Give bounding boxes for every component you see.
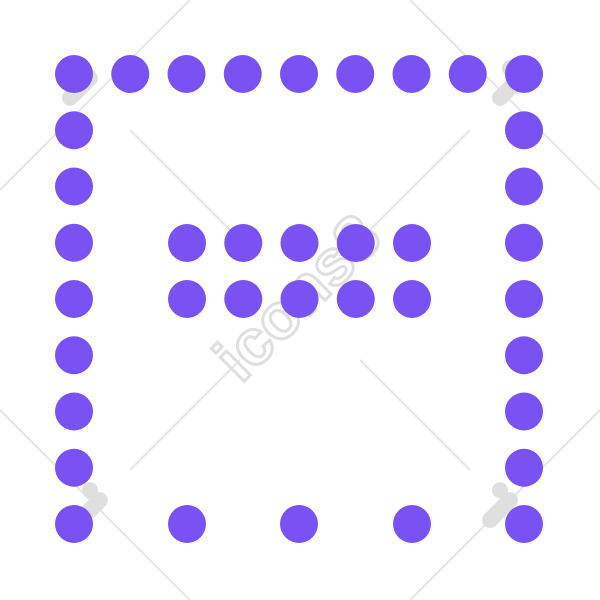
header-dot [168, 280, 206, 318]
frame-bottom-dot [55, 505, 93, 543]
frame-top-dot [223, 55, 262, 93]
frame-top-dot [111, 55, 150, 93]
frame-right-dot [505, 223, 543, 262]
frame-left-dot [55, 223, 93, 262]
frame-left-dot [55, 336, 93, 375]
frame-top-dot [392, 55, 431, 93]
frame-right-dot [505, 392, 543, 431]
frame-bottom-dot [393, 505, 431, 543]
frame-top-dot [505, 55, 543, 93]
frame-right-dot [505, 448, 543, 487]
frame-right-dot [505, 167, 543, 206]
frame-bottom-dot [168, 505, 206, 543]
frame-top-dot [448, 55, 487, 93]
header-dot [393, 224, 431, 262]
header-dot [280, 280, 319, 318]
frame-left-dot [55, 392, 93, 431]
header-dot [168, 224, 206, 262]
frame-right-dot [505, 111, 543, 150]
header-dot [336, 224, 375, 262]
frame-right-dot [505, 336, 543, 375]
header-dot [393, 280, 431, 318]
frame-left-dot [55, 280, 93, 318]
frame-top-dot [280, 55, 318, 93]
frame-left-dot [55, 167, 93, 206]
frame-left-dot [55, 448, 93, 487]
dots [55, 55, 543, 543]
frame-top-dot [167, 55, 206, 93]
frame-bottom-dot [280, 505, 318, 543]
header-dot [224, 224, 263, 262]
frame-left-dot [55, 111, 93, 150]
header-dot [280, 224, 319, 262]
header-dot [224, 280, 263, 318]
frame-right-dot [505, 280, 543, 318]
frame-top-dot [336, 55, 375, 93]
header-dot [336, 280, 375, 318]
frame-bottom-dot [505, 505, 543, 543]
frame-top-dot [55, 55, 93, 93]
